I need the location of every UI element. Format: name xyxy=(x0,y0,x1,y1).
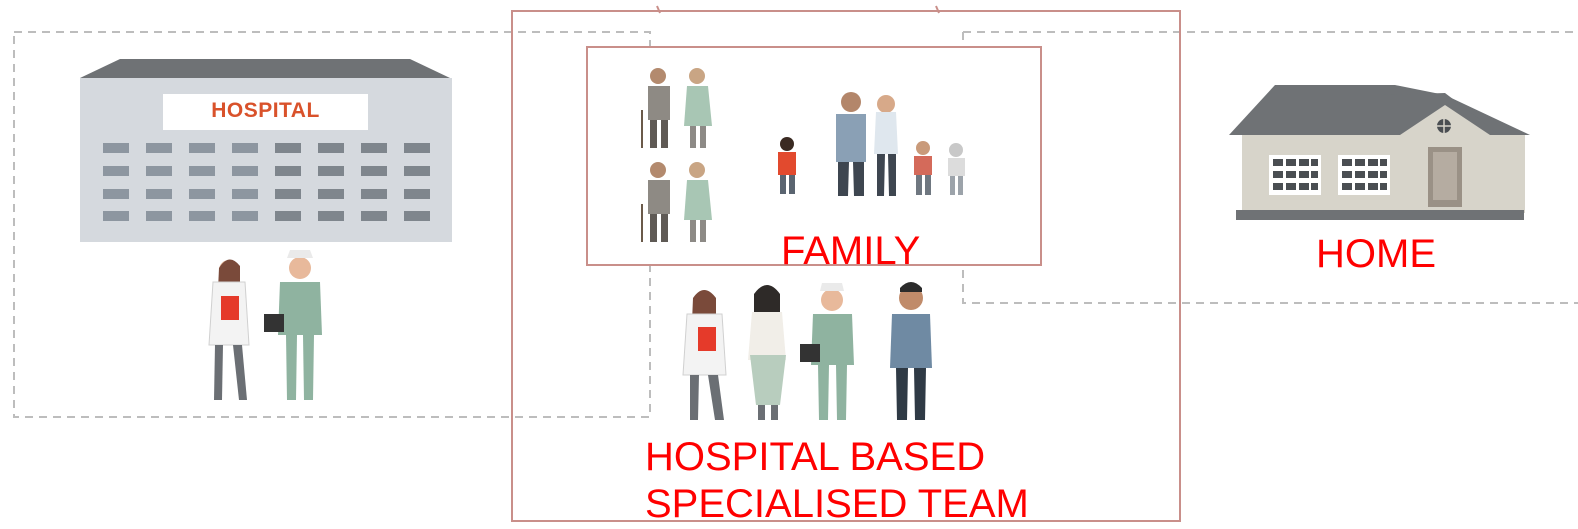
hospital-building-icon xyxy=(80,59,452,242)
family-group-icon xyxy=(778,92,965,196)
team-label-line1: HOSPITAL BASED xyxy=(645,435,986,479)
team-frame xyxy=(511,10,1181,522)
nurse-icon xyxy=(264,250,322,400)
home-label: HOME xyxy=(1316,232,1436,276)
doctor-icon xyxy=(208,259,250,400)
care-team-icon xyxy=(682,282,932,420)
hospital-sign-label: HOSPITAL xyxy=(211,99,320,122)
house-icon xyxy=(1229,85,1530,220)
elderly-couple-icon xyxy=(641,68,712,242)
team-label-line2: SPECIALISED TEAM xyxy=(645,482,1029,526)
family-label: FAMILY xyxy=(781,229,921,273)
hospital-zone-dashed-border xyxy=(13,31,651,418)
